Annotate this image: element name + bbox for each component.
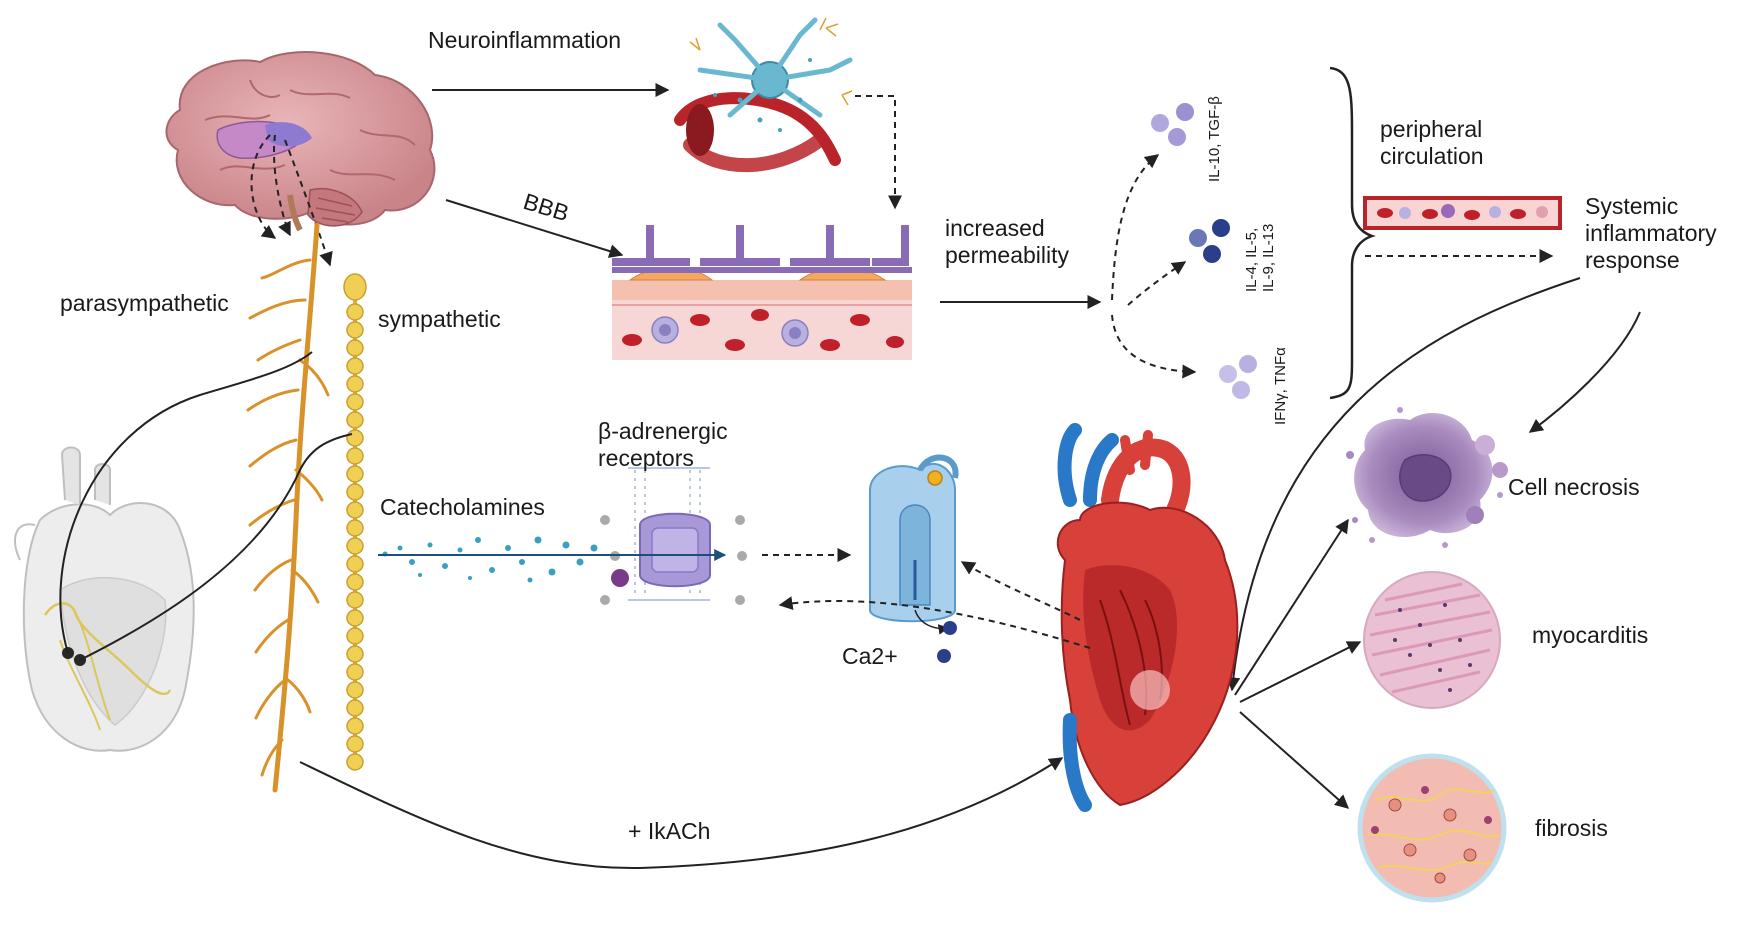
bbb-vessel-icon <box>612 225 912 360</box>
bbb-arrow <box>445 199 624 258</box>
catecholamine-particles <box>382 536 598 583</box>
vessel-icon <box>1363 196 1562 230</box>
cytokine-arrow-mid <box>1127 261 1187 306</box>
cytokine-label-anti: IL-10, TGF-β <box>1206 96 1223 182</box>
cell-necrosis-label: Cell necrosis <box>1508 474 1640 500</box>
increased-permeability-label: increased permeability <box>945 215 1069 268</box>
cytokine-arrow-top <box>1111 154 1160 301</box>
systemic-to-necrosis-arrow <box>1528 311 1641 433</box>
cytokine-cells-bottom <box>1219 355 1257 399</box>
heart-to-fibrosis-arrow <box>1239 711 1350 809</box>
fibrosis-label: fibrosis <box>1535 815 1608 841</box>
heart-to-necrosis-arrow <box>1234 518 1349 696</box>
brain-icon <box>165 51 436 232</box>
parasympathetic-label: parasympathetic <box>60 290 229 316</box>
necrosis-cell-icon <box>1346 407 1508 548</box>
channel-icon <box>869 454 959 663</box>
heart-to-receptor-arrow <box>778 596 1091 649</box>
conduction-heart-icon <box>14 446 195 752</box>
catecholamines-label: Catecholamines <box>380 494 545 520</box>
parasympathetic-heart-link <box>59 351 313 654</box>
parasympathetic-nerve <box>246 222 330 793</box>
brain-to-vagus-arrow <box>273 134 291 237</box>
beta-receptors-label: β-adrenergic receptors <box>598 418 728 471</box>
sympathetic-label: sympathetic <box>378 306 501 332</box>
systemic-to-heart-arrow <box>1226 277 1581 692</box>
cytokine-label-th1: IFNγ, TNFα <box>1272 347 1289 425</box>
cytokine-cells-mid <box>1189 219 1230 263</box>
fibrosis-tissue-icon <box>1357 753 1507 903</box>
receptor-icon <box>600 467 747 605</box>
sympathetic-heart-link <box>79 433 353 661</box>
cytokine-arrow-bottom <box>1111 314 1197 379</box>
systemic-response-label: Systemic inflammatory response <box>1585 193 1717 273</box>
calcium-label: Ca2+ <box>842 643 898 669</box>
sympathetic-chain <box>343 273 367 771</box>
myocarditis-tissue-icon <box>1363 571 1501 709</box>
brain-to-parasympathetic-arrow <box>250 134 277 239</box>
glial-cell-icon <box>674 17 853 173</box>
heart-icon <box>1056 423 1239 812</box>
cytokine-cells-top <box>1151 103 1194 146</box>
ikach-label: + IkACh <box>628 818 711 844</box>
peripheral-circulation-label: peripheral circulation <box>1380 116 1484 169</box>
brain-to-sympathetic-arrow <box>284 139 333 267</box>
heart-to-channel-arrow <box>960 561 1081 621</box>
myocarditis-label: myocarditis <box>1532 622 1649 648</box>
neuroinflammation-label: Neuroinflammation <box>428 27 622 53</box>
heart-to-myocarditis-arrow <box>1239 641 1362 703</box>
ikach-arrow <box>299 757 1064 870</box>
cytokine-label-th2: IL-4, IL-5, IL-9, IL-13 <box>1243 223 1277 292</box>
glia-to-bbb-arrow <box>855 95 902 210</box>
cytokine-brace <box>1329 66 1376 400</box>
